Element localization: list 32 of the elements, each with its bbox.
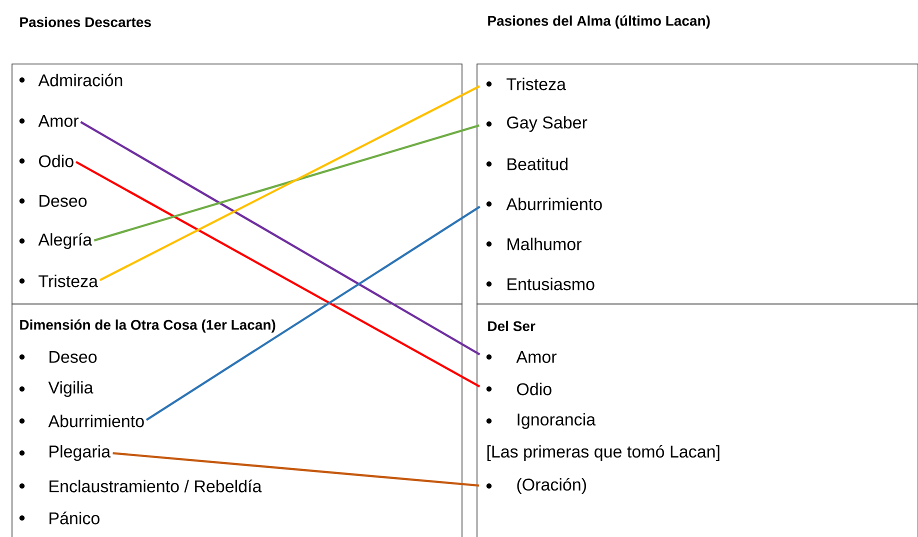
list-item: Enclaustramiento / Rebeldía xyxy=(50,480,262,492)
list-item: Amor xyxy=(38,115,79,127)
list-item: Tristeza xyxy=(506,78,566,90)
list-item: Deseo xyxy=(50,351,97,363)
list-item: Plegaria xyxy=(50,445,111,461)
connector-line xyxy=(112,452,480,487)
list-item: Aburrimiento xyxy=(48,414,144,428)
list-item: Odio xyxy=(517,382,552,396)
list-item: Malhumor xyxy=(508,238,582,250)
heading: Pasiones del Alma (último Lacan) xyxy=(488,15,710,29)
list-item: Odio xyxy=(39,154,74,168)
connector-line xyxy=(76,161,480,388)
heading: Del Ser xyxy=(488,320,536,332)
list-item: Deseo xyxy=(40,195,87,207)
heading: Pasiones Descartes xyxy=(20,16,151,28)
list-item: Ignorancia xyxy=(518,413,596,429)
list-item: Aburrimiento xyxy=(506,198,602,210)
connector-line xyxy=(94,124,480,242)
heading: Dimensión de la Otra Cosa (1er Lacan) xyxy=(20,319,276,333)
list-item: Entusiasmo xyxy=(508,278,594,290)
connector-line xyxy=(100,85,480,282)
list-item: Amor xyxy=(516,351,557,363)
note-text: [Las primeras que tomó Lacan] xyxy=(487,444,720,462)
connector-line xyxy=(80,121,480,356)
list-item: Beatitud xyxy=(508,158,568,170)
list-item: Vigilia xyxy=(48,381,94,397)
list-item: Pánico xyxy=(50,512,100,524)
list-item: Alegría xyxy=(38,232,92,250)
list-item: Gay Saber xyxy=(507,116,588,132)
list-item: Tristeza xyxy=(38,274,98,288)
list-item: Admiración xyxy=(38,74,122,86)
list-item: (Oración) xyxy=(517,478,586,494)
